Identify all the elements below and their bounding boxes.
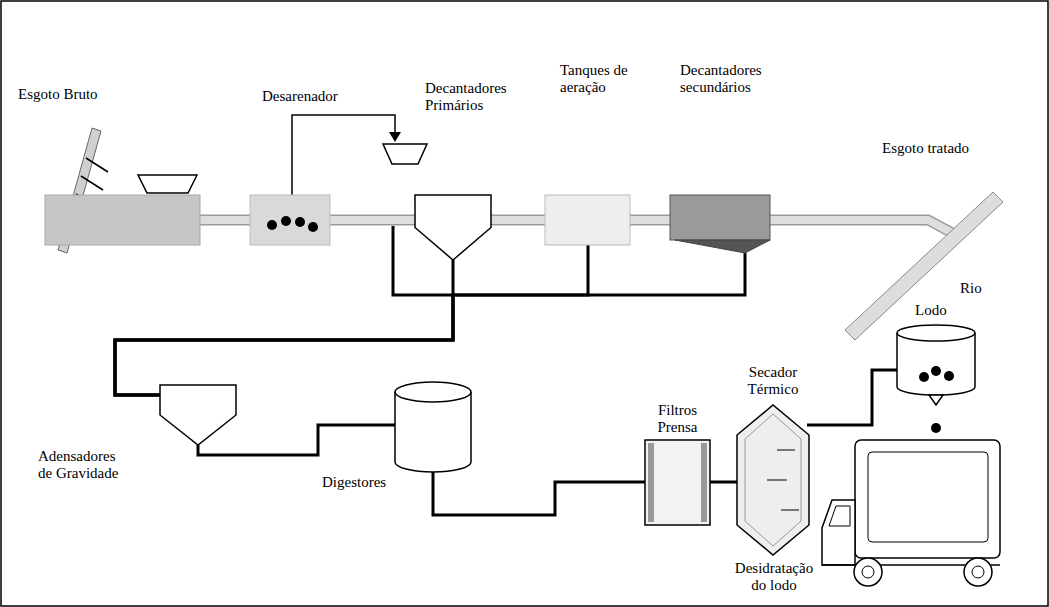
node-shape — [160, 385, 236, 445]
truck — [822, 440, 1000, 586]
sludge-line — [710, 482, 737, 483]
thermal-dryer: Secador TérmicoDesidratação do lodo — [737, 405, 809, 555]
secondary-clarifier: Decantadores secundários — [670, 195, 770, 253]
node-label: Decantadores secundários — [680, 62, 780, 96]
sludge-line — [115, 260, 453, 395]
node-shape — [250, 195, 330, 245]
arrowhead — [389, 132, 401, 142]
sludge-line — [115, 245, 588, 395]
edge-label: Esgoto tratado — [880, 140, 971, 157]
node-shape — [897, 325, 975, 407]
node-label: Secador Térmico — [737, 364, 809, 398]
aeration-tank: Tanques de aeração — [545, 195, 630, 245]
sludge-line — [807, 370, 897, 425]
sludge-drop — [931, 423, 941, 433]
node-shape — [737, 405, 809, 555]
screen-channel: Esgoto Bruto — [45, 195, 200, 245]
node-shape — [670, 195, 770, 253]
node-label: Rio — [960, 280, 1000, 297]
node-shape — [645, 440, 710, 525]
node-label: Adensadores de Gravidade — [38, 448, 133, 482]
node-label: Digestores — [322, 474, 394, 491]
filter-press: Filtros Prensa — [645, 440, 710, 525]
node-shape — [545, 195, 630, 245]
node-shape — [415, 195, 491, 260]
primary-clarifier: Decantadores Primários — [415, 195, 491, 260]
grit-removal-line — [292, 115, 395, 195]
node-label: Decantadores Primários — [425, 80, 520, 114]
node-label: Desarenador — [262, 88, 362, 105]
sludge-line — [115, 253, 745, 395]
liquid-pipe — [200, 220, 250, 221]
node-label: Tanques de aeração — [560, 62, 645, 96]
gravity-thickener: Adensadores de Gravidade — [160, 385, 236, 445]
node-label: Lodo — [915, 302, 965, 319]
sludge-line — [198, 425, 395, 455]
screenings-hopper — [138, 175, 197, 193]
liquid-pipe — [630, 220, 670, 221]
sludge-silo: Lodo — [897, 325, 975, 407]
digester: Digestores — [395, 382, 471, 472]
liquid-pipe — [770, 220, 958, 236]
node-shape — [45, 195, 200, 245]
grit-hopper — [383, 144, 427, 164]
node-label: Filtros Prensa — [640, 402, 715, 436]
node-label: Esgoto Bruto — [18, 86, 138, 103]
liquid-pipe — [330, 220, 415, 221]
liquid-pipe — [491, 220, 545, 221]
node-label: Desidratação do lodo — [728, 560, 820, 594]
grit-chamber: Desarenador — [250, 195, 330, 245]
node-shape — [395, 382, 471, 472]
sludge-line — [433, 472, 645, 515]
